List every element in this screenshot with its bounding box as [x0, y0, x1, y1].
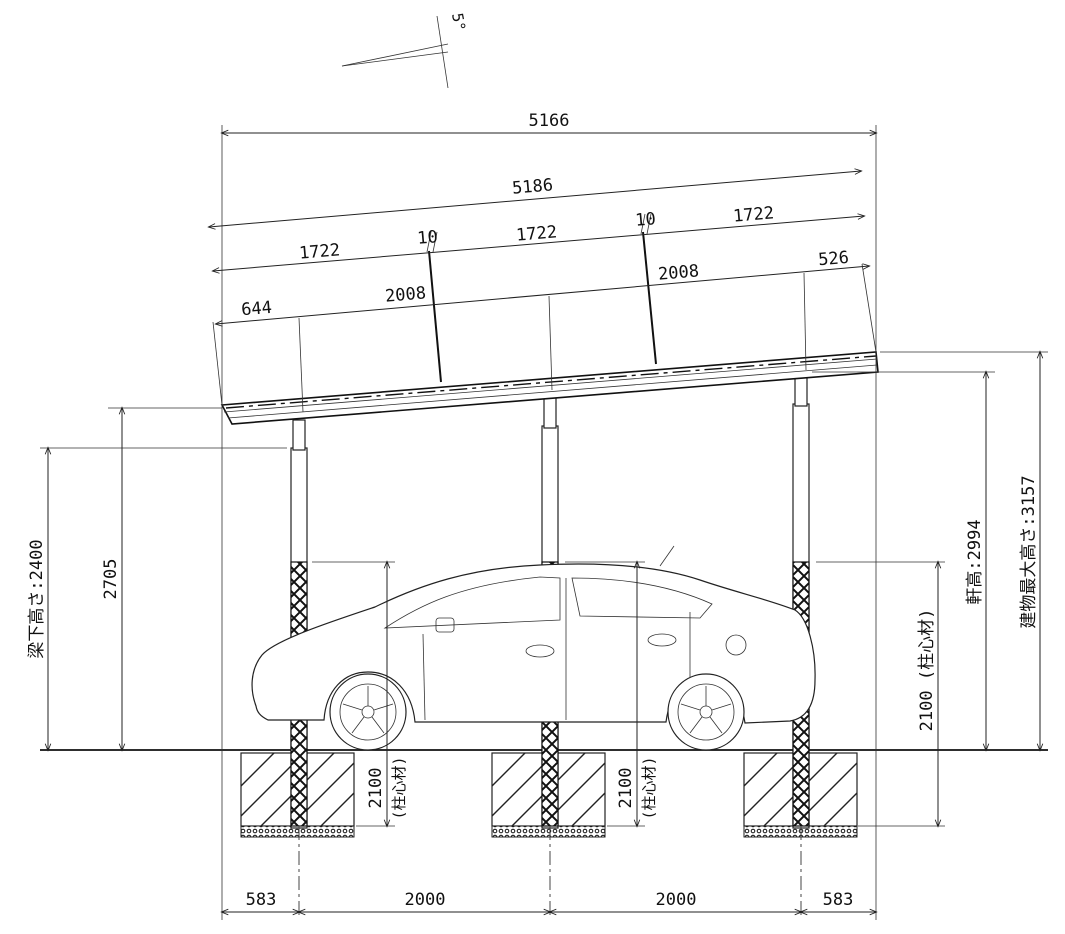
span-2-bottom-label: 2000 [656, 890, 697, 910]
overhang-right-label: 526 [817, 248, 849, 271]
gap-1-label: 10 [417, 227, 439, 249]
post-center-above-label: 2100 (柱心材) [917, 609, 937, 732]
low-eave-height-label: 2705 [101, 559, 121, 600]
beam-clearance-label: 梁下高さ:2400 [27, 539, 47, 658]
dimension-low-eave-height: 2705 [101, 408, 122, 750]
right-edge-label: 583 [823, 890, 854, 910]
dimension-beam-clearance: 梁下高さ:2400 [27, 448, 48, 750]
panel-1-label: 1722 [298, 240, 341, 263]
dimension-bottom: 583 2000 2000 583 [222, 890, 876, 912]
dimension-eave-height: 軒高:2994 [965, 372, 986, 750]
front-wheel [329, 673, 407, 751]
overhang-left-label: 644 [240, 298, 272, 321]
footing-center-note: (柱心材) [640, 756, 658, 819]
footing-center-value: 2100 [616, 768, 636, 809]
dimension-footing-center: 2100 (柱心材) [616, 562, 658, 826]
post-right [792, 373, 810, 829]
roof-angle-indicator: 5° [341, 12, 469, 89]
footing-left-value: 2100 [366, 768, 386, 809]
gap-2-label: 10 [635, 209, 657, 231]
post-left [290, 419, 308, 829]
rear-wheel [667, 673, 745, 751]
dimension-overall-width: 5166 [222, 111, 876, 133]
dimension-max-height: 建物最大高さ:3157 [1019, 352, 1040, 750]
dimension-post-center-above: 2100 (柱心材) [917, 562, 938, 826]
max-height-label: 建物最大高さ:3157 [1019, 475, 1039, 628]
dimension-footing-left: 2100 (柱心材) [366, 562, 408, 826]
span-1-bottom-label: 2000 [405, 890, 446, 910]
overall-width-label: 5166 [529, 111, 570, 131]
eave-height-label: 軒高:2994 [965, 519, 985, 604]
roof-length-label: 5186 [511, 175, 554, 198]
dimension-post-spacing: 644 2008 2008 526 [216, 248, 869, 324]
span-2-top-label: 2008 [657, 261, 700, 284]
panel-2-label: 1722 [515, 222, 558, 245]
panel-3-label: 1722 [732, 203, 775, 226]
span-1-top-label: 2008 [384, 283, 427, 306]
post-center-lines [298, 826, 802, 915]
left-edge-label: 583 [246, 890, 277, 910]
angle-label: 5° [448, 12, 469, 33]
dimension-panels: 1722 10 1722 10 1722 [213, 203, 864, 271]
footing-left-note: (柱心材) [390, 756, 408, 819]
car-outline [251, 545, 816, 751]
